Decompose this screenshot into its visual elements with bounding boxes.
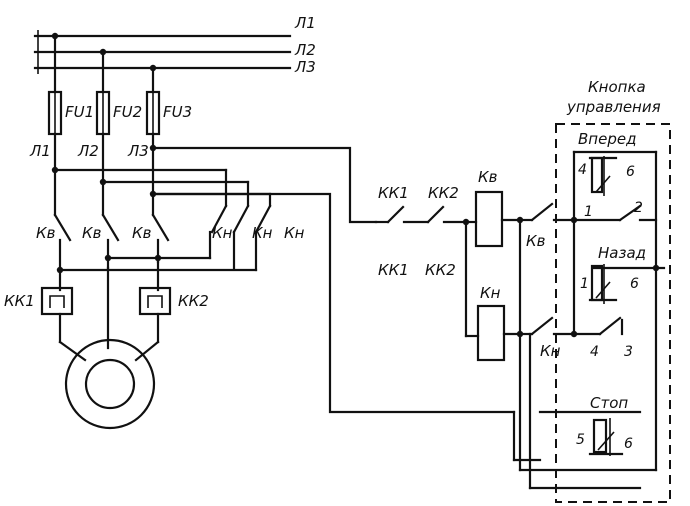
- control-label-kk2-top: КК2: [428, 184, 459, 202]
- button-stop[interactable]: [538, 410, 642, 456]
- button-back-n-left: 1: [580, 276, 589, 292]
- control-label-kk1-mid: КК1: [378, 261, 409, 279]
- contact-kn-label-3: Кн: [284, 224, 305, 242]
- button-forward-n-right: 6: [626, 164, 635, 180]
- supply-line-label-1: Л1: [294, 14, 316, 32]
- control-label-kk2-mid: КК2: [425, 261, 456, 279]
- control-circuit: КК1 КК2 КК1 КК2 Кв Кн Кв Кн: [151, 146, 666, 490]
- button-forward-label[interactable]: Вперед: [578, 130, 636, 148]
- supply-lines: Л1 Л2 Л3: [33, 14, 316, 76]
- button-stop-label[interactable]: Стоп: [590, 394, 628, 412]
- supply-line-label-3: Л3: [294, 58, 316, 76]
- contact-kn-1: [210, 204, 228, 234]
- control-contact-kk1: [386, 205, 405, 224]
- thermal-label-kk1: КК1: [4, 292, 35, 310]
- button-forward-n-left: 4: [578, 162, 587, 178]
- fuse-label-fu3: FU3: [163, 103, 192, 121]
- coil-kn: [476, 304, 506, 362]
- contact-kv-label-3: Кв: [132, 224, 152, 242]
- thermal-relay-kk2: [138, 286, 172, 316]
- button-back-n-below-right: 3: [624, 344, 633, 360]
- motor-rotor: [84, 358, 136, 410]
- contact-kv-3: [151, 213, 170, 242]
- phase-label-3: Л3: [127, 142, 149, 160]
- button-box-title-1: Кнопка: [588, 78, 646, 96]
- button-back[interactable]: [588, 264, 618, 304]
- aux-kn-label: Кн: [540, 342, 561, 360]
- power-circuit: Кв Кв Кв Кн Кн Кн КК1 КК2: [4, 132, 305, 430]
- fuses: FU1 FU2 FU3 Л1 Л2 Л3: [29, 34, 192, 160]
- fuse-label-fu1: FU1: [65, 103, 94, 121]
- contact-kn-label-1: Кн: [212, 224, 233, 242]
- phase-label-2: Л2: [77, 142, 99, 160]
- thermal-relay-kk1: [40, 286, 74, 316]
- contact-kv-1: [53, 213, 72, 242]
- button-box-title-2: управления: [566, 98, 661, 116]
- control-contact-kk2: [426, 205, 445, 224]
- coil-kv: [474, 190, 504, 248]
- aux-contact-kn: [530, 316, 554, 336]
- button-stop-n-left: 5: [576, 432, 585, 448]
- button-forward-n-below-right: 2: [634, 200, 643, 216]
- button-forward-n-below-left: 1: [584, 204, 593, 220]
- phase-label-1: Л1: [29, 142, 51, 160]
- aux-contact-kv: [530, 202, 554, 222]
- button-box: Кнопка управления Вперед 4 6 1 2 Назад 1…: [538, 78, 671, 503]
- button-stop-n-right: 6: [624, 436, 633, 452]
- fuse-label-fu2: FU2: [113, 103, 142, 121]
- button-forward[interactable]: [588, 156, 618, 196]
- contact-kv-2: [101, 213, 120, 242]
- contact-kv-label-2: Кв: [82, 224, 102, 242]
- supply-line-label-2: Л2: [294, 41, 316, 59]
- coil-kn-label: Кн: [480, 284, 501, 302]
- thermal-label-kk2: КК2: [178, 292, 209, 310]
- button-box-outline: [555, 123, 671, 503]
- button-back-n-below-left: 4: [590, 344, 599, 360]
- control-label-kk1-top: КК1: [378, 184, 409, 202]
- contact-kv-label-1: Кв: [36, 224, 56, 242]
- coil-kv-label: Кв: [478, 168, 498, 186]
- contact-kn-2: [232, 204, 250, 234]
- button-back-label[interactable]: Назад: [598, 244, 646, 262]
- contact-kn-label-2: Кн: [252, 224, 273, 242]
- button-back-n-right: 6: [630, 276, 639, 292]
- motor: [64, 338, 156, 430]
- contact-kn-3: [254, 204, 272, 234]
- aux-kv-label: Кв: [526, 232, 546, 250]
